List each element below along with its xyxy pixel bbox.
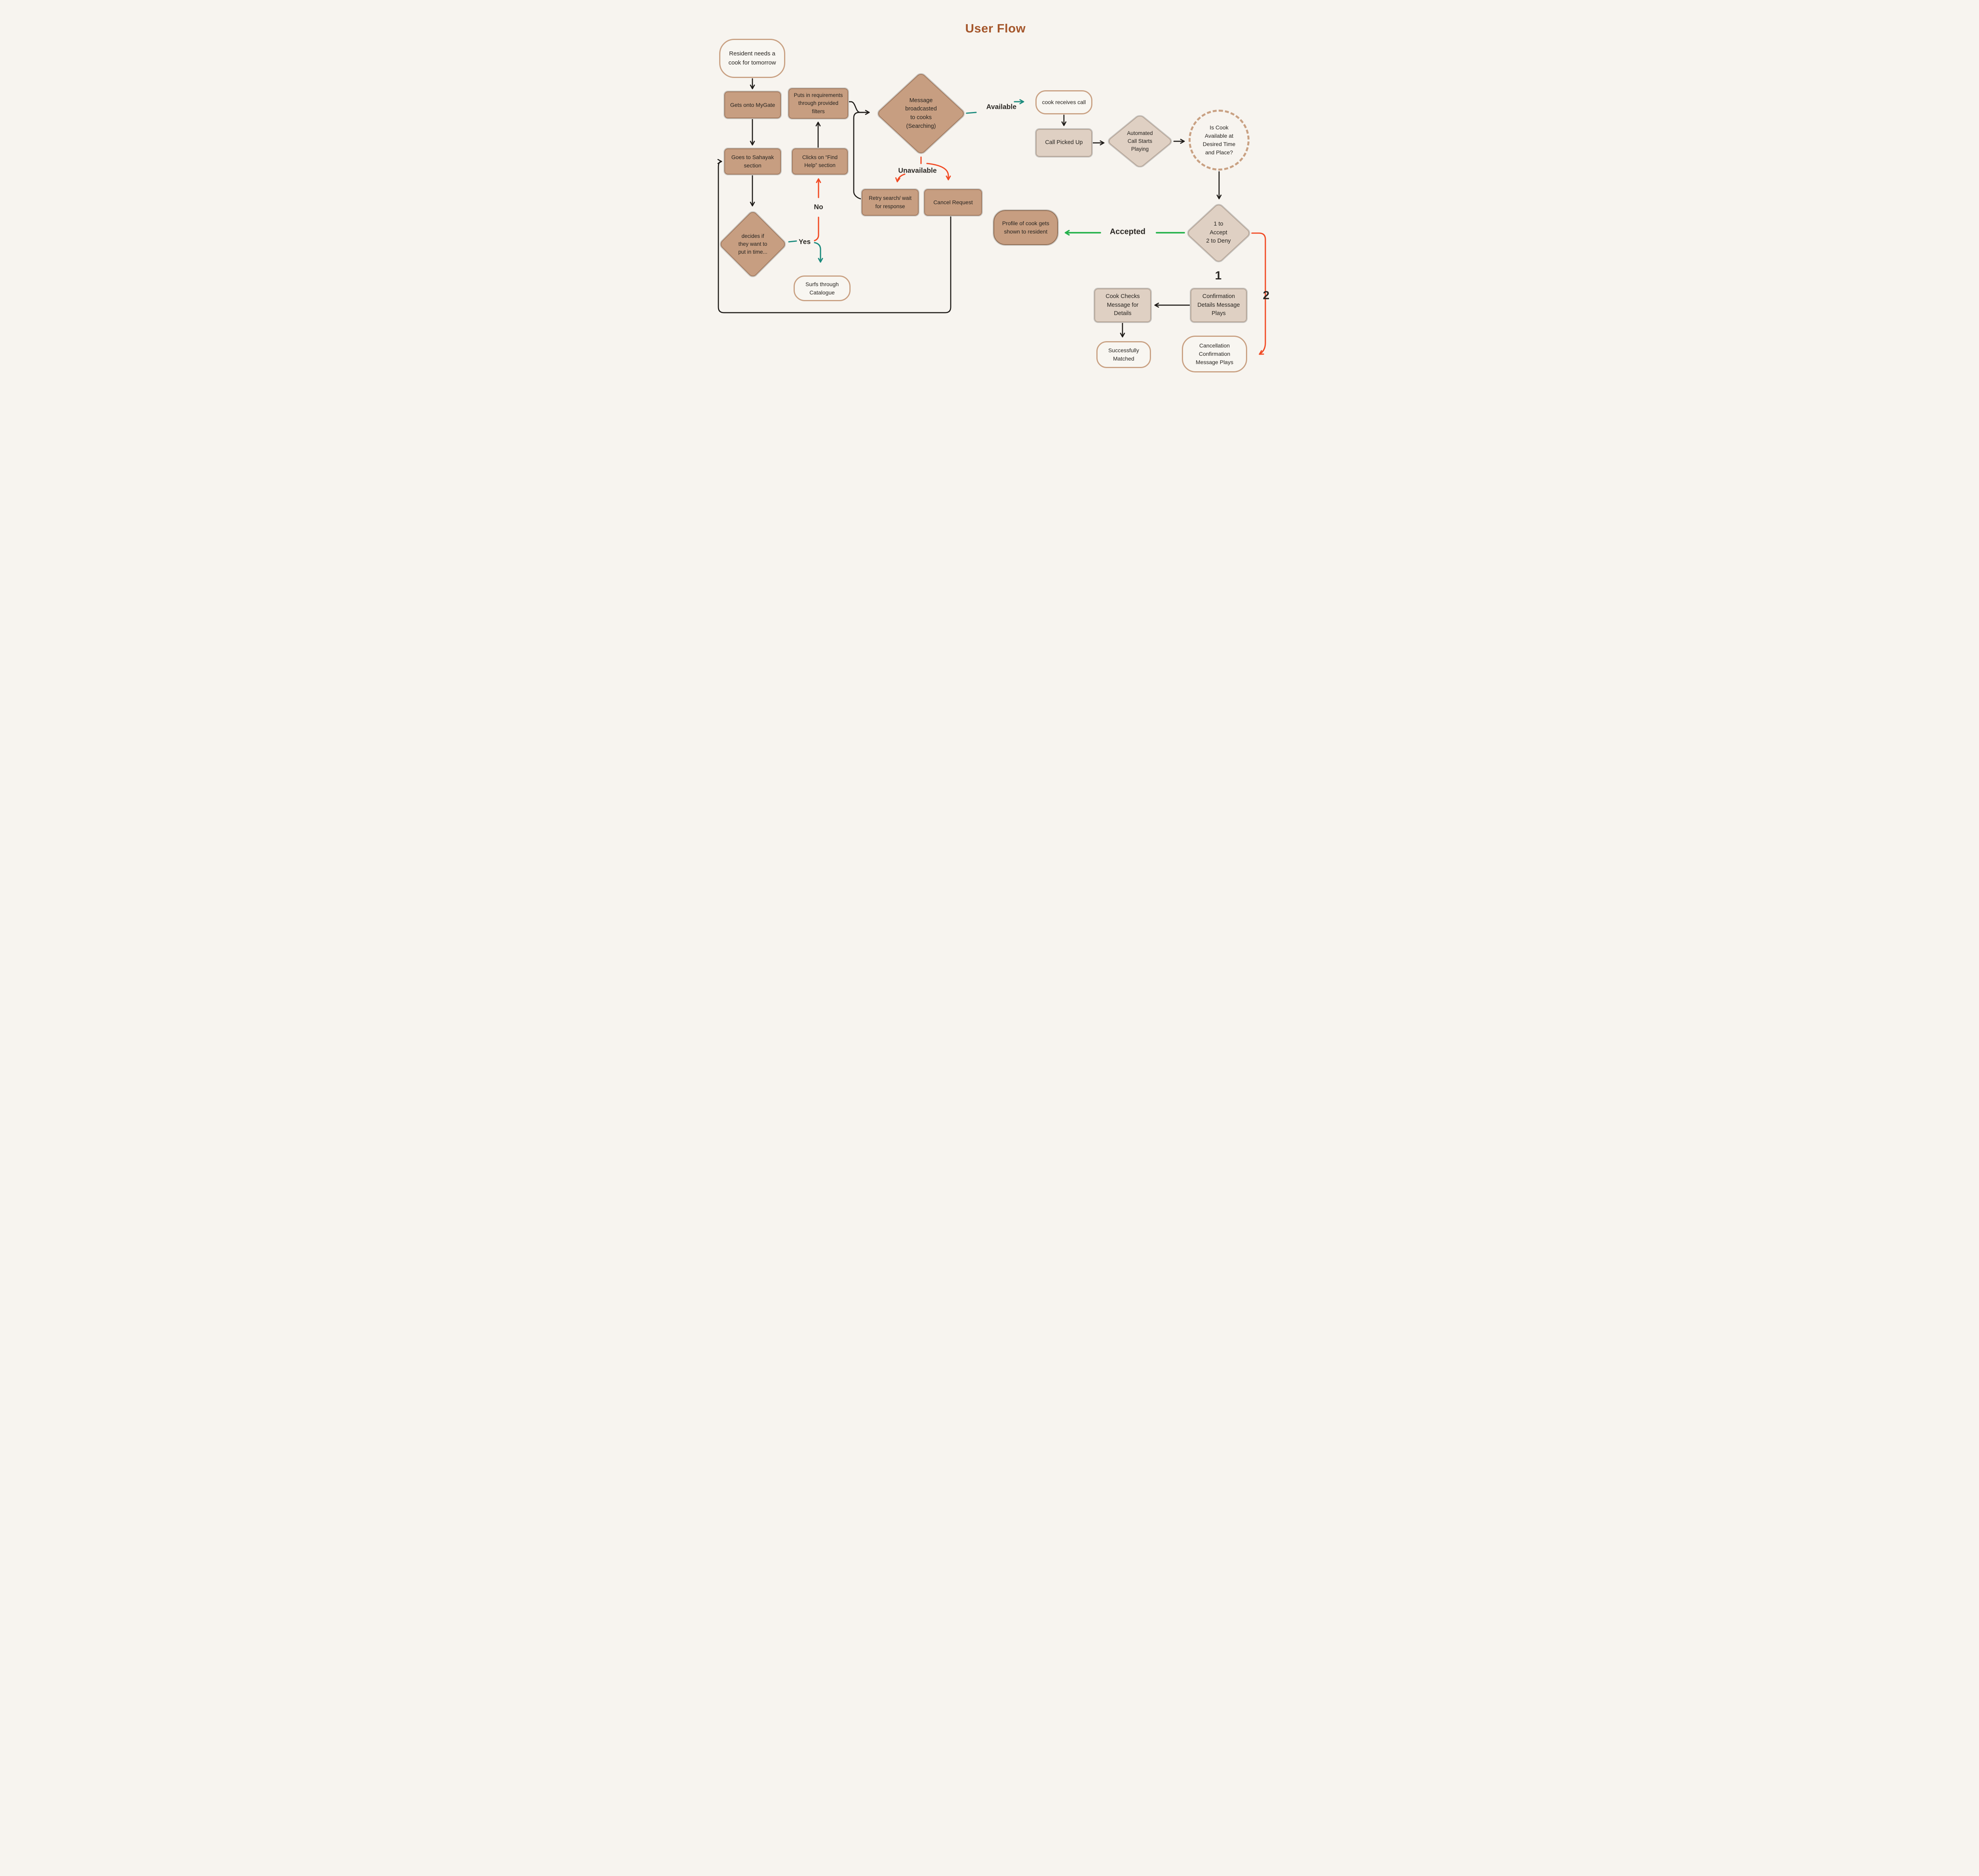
node-label: decides if they want to put in time...: [738, 233, 767, 255]
node-cook-receives-call: cook receives call: [1035, 90, 1092, 114]
node-cook-checks-message: Cook Checks Message for Details: [1094, 288, 1152, 323]
edge-cancel-loop-to-sahayak: [717, 159, 952, 313]
user-flow-diagram: User Flow Resident needs a cook for tomo…: [685, 0, 1294, 398]
node-gets-onto-mygate: Gets onto MyGate: [724, 91, 782, 119]
edge-label-no: No: [814, 203, 823, 211]
node-cancellation-confirmation: Cancellation Confirmation Message Plays: [1182, 336, 1247, 372]
node-label: Cancel Request: [933, 199, 973, 205]
edge-puts-to-message: [847, 101, 864, 113]
edge-unavailable-to-retry: [895, 173, 906, 182]
node-label: Goes to Sahayak section: [731, 154, 774, 169]
page-title: User Flow: [965, 21, 1026, 35]
node-surfs-catalogue: Surfs through Catalogue: [794, 275, 851, 301]
node-label: Retry search/ wait for response: [868, 195, 912, 209]
node-label: Puts in requirements through provided fi…: [794, 92, 843, 114]
node-confirmation-details: Confirmation Details Message Plays: [1190, 288, 1248, 323]
edge-decides-yes-dash: [788, 240, 797, 243]
node-label: Profile of cook gets shown to resident: [1002, 220, 1050, 235]
node-message-broadcast-diamond: Message broadcasted to cooks (Searching): [875, 71, 967, 156]
node-label: cook receives call: [1042, 99, 1086, 105]
node-profile-shown: Profile of cook gets shown to resident: [993, 209, 1059, 246]
edge-no-lower: [814, 216, 819, 241]
edge-label-press-2: 2: [1263, 289, 1270, 302]
node-label: Confirmation Details Message Plays: [1197, 293, 1240, 317]
node-label: Clicks on “Find Help” section: [802, 154, 838, 168]
edge-label-available: Available: [986, 103, 1017, 111]
node-clicks-find-help: Clicks on “Find Help” section: [791, 148, 849, 175]
edge-label-yes: Yes: [798, 237, 811, 246]
node-decides-diamond: decides if they want to put in time...: [717, 209, 788, 280]
edge-message-available-dash: [966, 112, 977, 114]
edge-yes-to-surfs: [814, 242, 823, 263]
edge-retry-to-message: [853, 110, 870, 200]
node-is-cook-available-circle: Is Cook Available at Desired Time and Pl…: [1189, 110, 1250, 171]
edge-label-unavailable: Unavailable: [898, 166, 937, 175]
node-puts-requirements: Puts in requirements through provided fi…: [788, 87, 849, 120]
node-label: Is Cook Available at Desired Time and Pl…: [1202, 124, 1236, 156]
node-label: Call Picked Up: [1045, 139, 1083, 146]
connector-layer: [717, 78, 1266, 355]
node-successfully-matched: Successfully Matched: [1096, 341, 1151, 368]
node-label: Cook Checks Message for Details: [1105, 293, 1140, 317]
node-automated-call-diamond: Automated Call Starts Playing: [1105, 113, 1175, 170]
edge-deny-to-cancellation: [1251, 232, 1266, 355]
node-label: Successfully Matched: [1108, 347, 1139, 362]
node-label: Resident needs a cook for tomorrow: [728, 50, 776, 66]
node-label: Surfs through Catalogue: [805, 281, 839, 296]
node-label: 1 to Accept 2 to Deny: [1206, 220, 1231, 245]
node-cancel-request: Cancel Request: [923, 188, 983, 216]
node-retry-search: Retry search/ wait for response: [861, 188, 919, 216]
edge-label-accepted: Accepted: [1109, 227, 1146, 236]
node-goes-to-sahayak: Goes to Sahayak section: [724, 148, 782, 175]
edge-unavailable-to-cancel: [926, 163, 951, 180]
edge-label-press-1: 1: [1215, 269, 1222, 282]
node-call-picked-up: Call Picked Up: [1035, 128, 1093, 158]
node-label: Message broadcasted to cooks (Searching): [905, 97, 937, 129]
node-accept-deny-diamond: 1 to Accept 2 to Deny: [1185, 201, 1252, 264]
node-label: Gets onto MyGate: [730, 101, 775, 108]
node-resident-needs-cook: Resident needs a cook for tomorrow: [719, 39, 785, 78]
node-label: Automated Call Starts Playing: [1127, 130, 1153, 152]
node-label: Cancellation Confirmation Message Plays: [1196, 342, 1233, 365]
